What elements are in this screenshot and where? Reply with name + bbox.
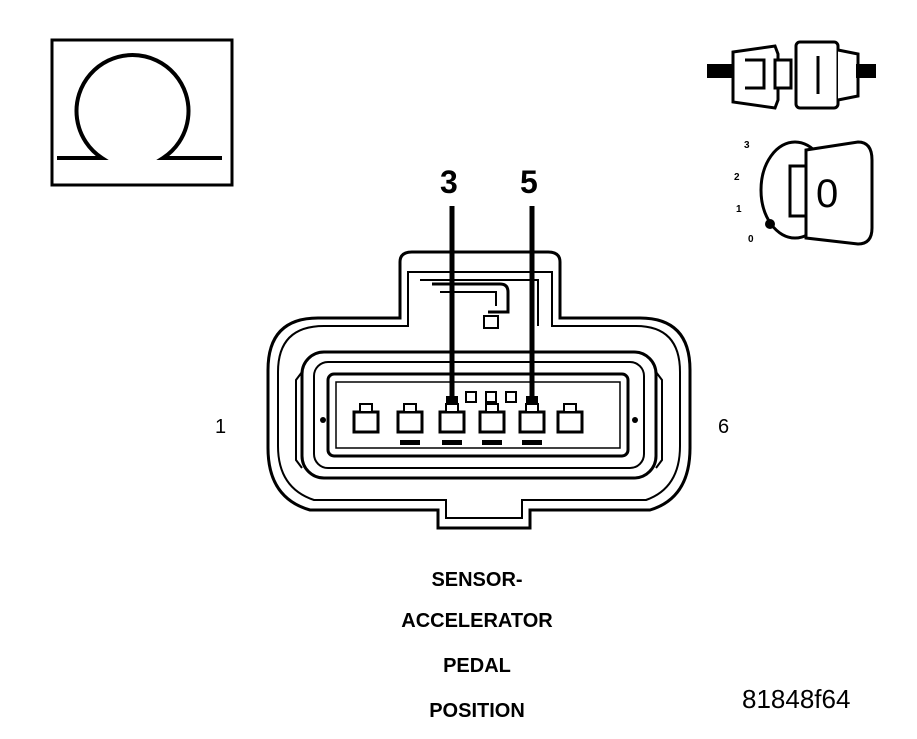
key-position-3: 3 — [744, 140, 750, 151]
pin-callout-lines — [446, 206, 538, 404]
terminal-1 — [352, 403, 380, 434]
key-position-1: 1 — [736, 204, 742, 215]
pin-label-right: 6 — [718, 416, 730, 438]
ohm-symbol-icon — [50, 38, 234, 187]
disconnected-connector-icon — [707, 40, 876, 110]
connector-title-line-4: POSITION — [429, 700, 525, 722]
key-position-0: 0 — [748, 234, 754, 245]
connector-title-line-2: ACCELERATOR — [401, 610, 553, 632]
connector-housing — [266, 250, 692, 530]
connector-title-line-1: SENSOR- — [431, 569, 523, 591]
pin-callout-5: 5 — [520, 164, 538, 200]
ignition-key-icon — [759, 140, 874, 246]
reference-code: 81848f64 — [742, 684, 851, 714]
terminal-3 — [438, 403, 466, 445]
key-glyph: 0 — [816, 172, 839, 216]
pin-callout-3: 3 — [440, 164, 458, 200]
terminal-row — [352, 391, 584, 445]
terminal-6 — [556, 403, 584, 434]
pin-label-left: 1 — [215, 416, 227, 438]
connector-title-line-3: PEDAL — [443, 655, 511, 677]
terminal-2 — [396, 403, 424, 445]
key-position-2: 2 — [734, 172, 740, 183]
terminal-4 — [478, 403, 506, 445]
